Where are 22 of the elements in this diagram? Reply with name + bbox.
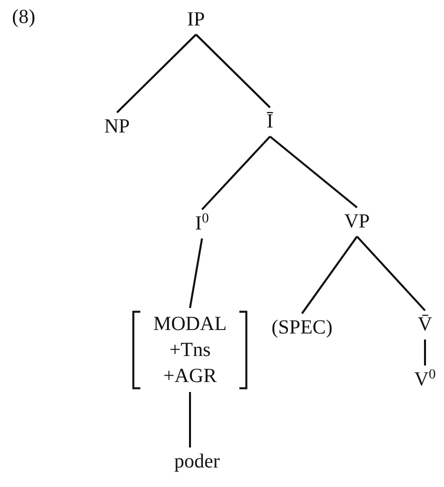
node-label: Ī: [266, 110, 274, 134]
node-label: NP: [104, 116, 130, 138]
tree-branch: [269, 136, 358, 208]
node-label: VP: [344, 210, 370, 234]
feature-label: MODAL: [153, 312, 227, 337]
node-label: V$^{0}$: [414, 368, 436, 392]
tree-branch: [201, 136, 271, 210]
node-label: I$^{0}$: [195, 212, 209, 236]
node-label: IP: [187, 8, 205, 32]
tree-branch: [195, 34, 271, 108]
node-label: (SPEC): [271, 316, 333, 340]
example-number: (8): [12, 6, 36, 29]
feature-label: +Tns: [168, 338, 212, 363]
tree-branch: [356, 236, 426, 312]
word-label: poder: [174, 450, 220, 474]
tree-branch: [116, 34, 197, 114]
node-label: V̄: [418, 314, 432, 336]
tree-branch: [189, 392, 191, 448]
tree-branch: [189, 238, 203, 308]
tree-branch: [424, 340, 426, 366]
feature-label: +AGR: [162, 364, 218, 389]
tree-branch: [301, 236, 358, 314]
